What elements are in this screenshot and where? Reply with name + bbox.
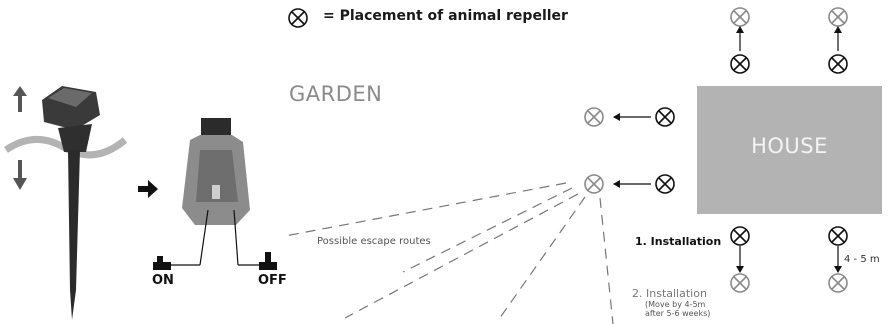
legend-label: = Placement of animal repeller	[323, 8, 568, 24]
escape-routes-label: Possible escape routes	[317, 236, 431, 247]
distance-label: 4 - 5 m	[844, 254, 880, 265]
garden-label: GARDEN	[289, 82, 382, 106]
repeller-marker-icon	[731, 55, 749, 73]
switch-on-label: ON	[152, 273, 174, 288]
escape-routes	[285, 183, 613, 324]
switch-off-label: OFF	[258, 273, 287, 288]
repeller-marker-icon	[731, 227, 749, 245]
repeller-marker-moved-icon	[829, 274, 847, 292]
switch-off-icon	[259, 252, 277, 270]
installation-1-label: 1. Installation	[635, 235, 721, 248]
repeller-marker-icon	[656, 175, 674, 193]
repeller-marker-moved-icon	[731, 8, 749, 26]
legend-repeller-icon	[289, 9, 307, 27]
house-label: HOUSE	[697, 134, 882, 158]
switch-on-icon	[153, 256, 171, 270]
repeller-marker-icon	[829, 55, 847, 73]
repeller-marker-icon	[656, 108, 674, 126]
repeller-marker-icon	[829, 227, 847, 245]
repeller-closeup-icon	[170, 118, 262, 265]
right-arrow-icon	[138, 180, 158, 198]
repeller-marker-moved-icon	[585, 108, 603, 126]
installation-2-note: (Move by 4-5m after 5-6 weeks)	[645, 300, 725, 318]
repeller-marker-moved-icon	[585, 175, 603, 193]
repeller-marker-moved-icon	[731, 274, 749, 292]
solar-repeller-stake-icon	[6, 86, 125, 320]
installation-2-label: 2. Installation	[632, 287, 707, 300]
repeller-marker-moved-icon	[829, 8, 847, 26]
